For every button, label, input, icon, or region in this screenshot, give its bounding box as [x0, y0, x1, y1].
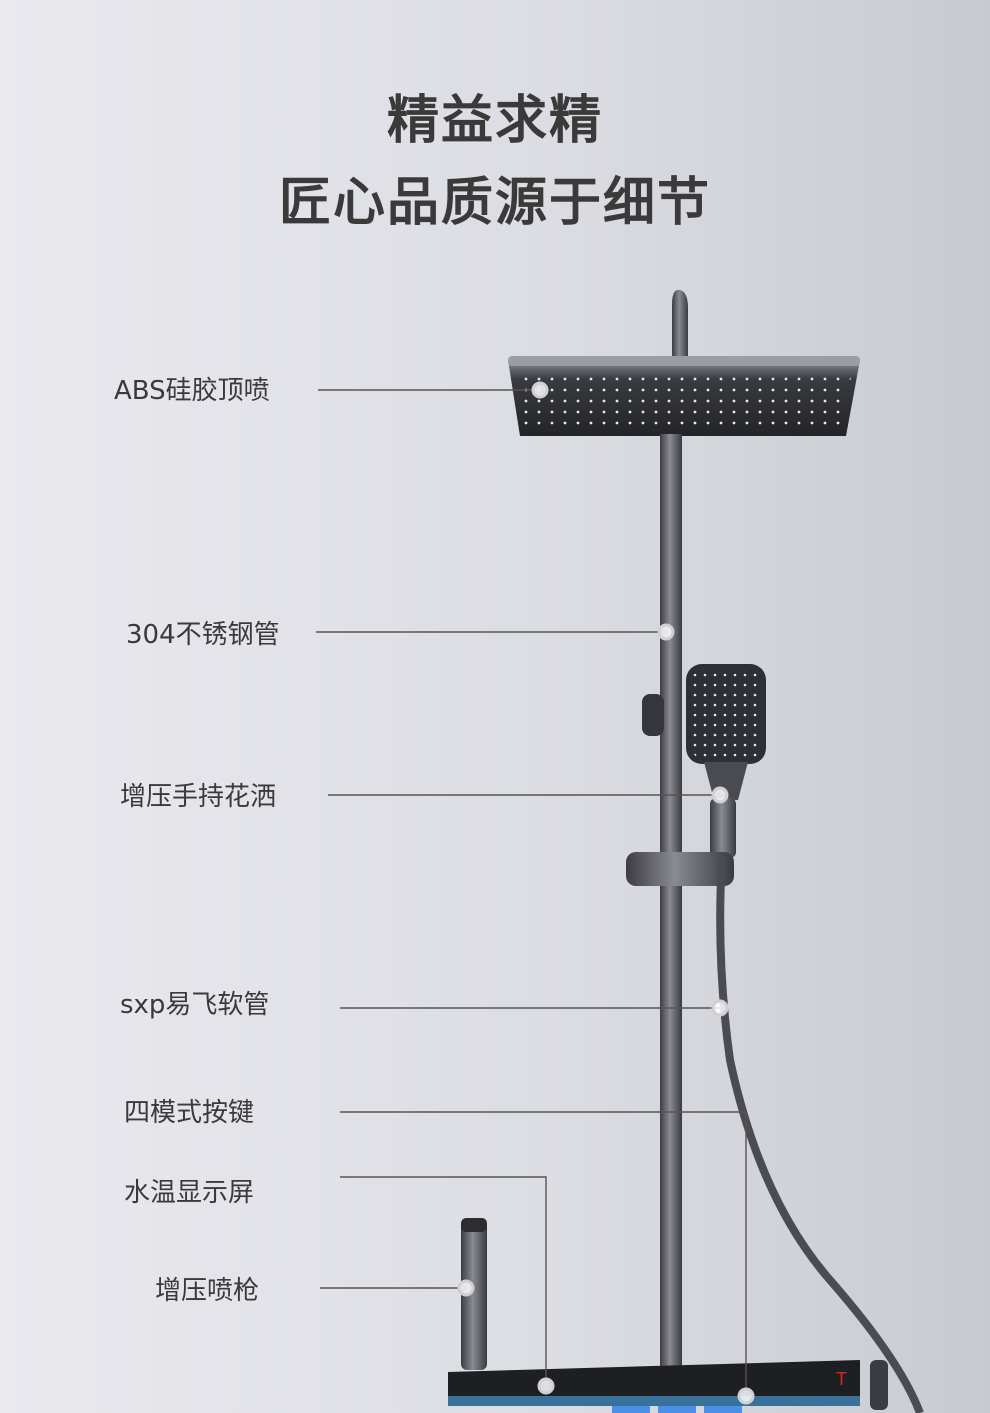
- label-hand-shower: 增压手持花洒: [120, 782, 277, 812]
- shower-arm: [672, 289, 688, 360]
- callout-dots: [457, 381, 755, 1405]
- heading-line-2: 匠心品质源于细节: [278, 173, 711, 233]
- svg-text:T: T: [836, 1369, 847, 1389]
- label-pipe: 304不锈钢管: [126, 620, 280, 650]
- top-spray-head: [508, 356, 860, 436]
- heading-line-1: 精益求精: [386, 91, 603, 151]
- spray-gun: [461, 1218, 487, 1370]
- main-pipe: [660, 434, 682, 1374]
- label-top-spray: ABS硅胶顶喷: [114, 376, 270, 406]
- control-panel: T: [448, 1360, 888, 1413]
- wall-bracket: [642, 694, 664, 736]
- label-spray-gun: 增压喷枪: [155, 1276, 260, 1306]
- label-hose: sxp易飞软管: [120, 990, 270, 1020]
- hose: [716, 857, 924, 1413]
- slide-holder: [626, 852, 734, 886]
- label-display: 水温显示屏: [124, 1178, 255, 1208]
- leader-lines: [316, 389, 747, 1390]
- hand-shower: [686, 664, 766, 858]
- label-mode-buttons: 四模式按键: [124, 1098, 255, 1128]
